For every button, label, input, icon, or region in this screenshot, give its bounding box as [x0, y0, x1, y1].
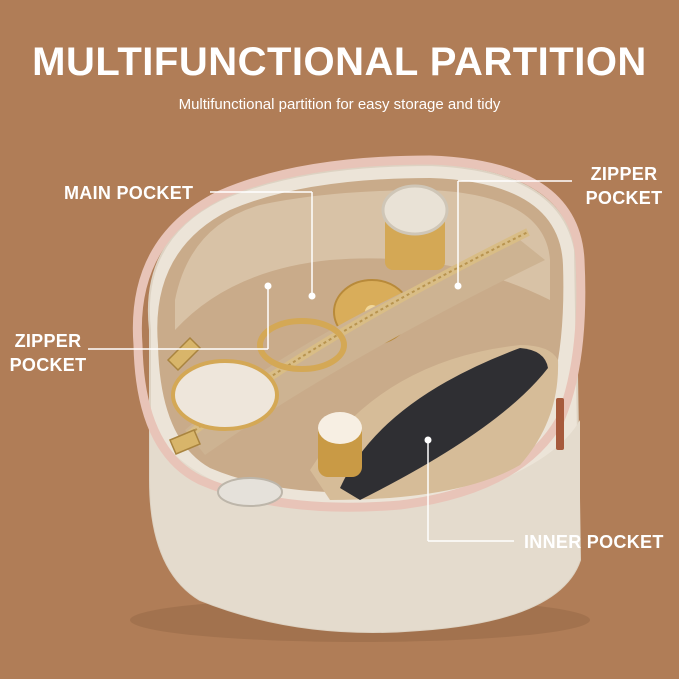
- page-title: MULTIFUNCTIONAL PARTITION: [32, 40, 647, 84]
- page-subtitle: Multifunctional partition for easy stora…: [178, 96, 501, 113]
- callout-zipper-left-line2: POCKET: [9, 355, 87, 375]
- silver-item: [217, 477, 283, 507]
- callout-inner-pocket: INNER POCKET: [524, 532, 664, 552]
- callout-dot-zip-right: [454, 282, 462, 290]
- gold-ring: [257, 318, 347, 372]
- front-panel: [150, 420, 580, 632]
- callout-dot-main: [308, 292, 316, 300]
- round-mirror: [171, 359, 279, 431]
- callout-dot-zip-left: [264, 282, 272, 290]
- callout-main-pocket: MAIN POCKET: [64, 183, 194, 203]
- callout-zipper-right-line2: POCKET: [585, 188, 663, 208]
- callout-zipper-pocket-left: ZIPPER POCKET: [8, 329, 88, 377]
- bottle-cap: [318, 412, 362, 444]
- callout-dot-inner: [424, 436, 432, 444]
- side-tab: [556, 398, 564, 450]
- zipper-pull-upper: [166, 336, 202, 372]
- callout-lines: [88, 180, 572, 542]
- zipper-pull-lower: [169, 429, 201, 455]
- back-wall: [175, 190, 550, 330]
- black-case: [340, 348, 548, 500]
- cylinder-cap: [381, 184, 449, 236]
- callout-zipper-pocket-right: ZIPPER POCKET: [584, 162, 664, 210]
- callout-zipper-right-line1: ZIPPER: [590, 164, 658, 184]
- callout-zipper-left-line1: ZIPPER: [14, 331, 82, 351]
